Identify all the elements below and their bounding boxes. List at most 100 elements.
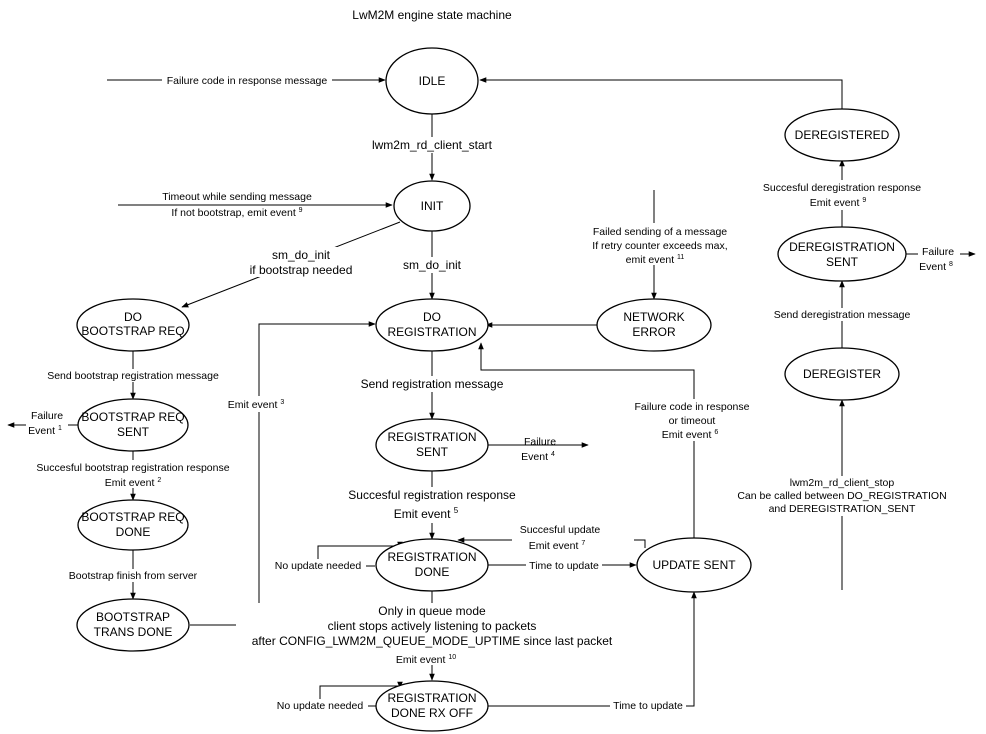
edge-trans-done-to-do-registration [190,321,376,626]
label-update-success-line2-text: Emit event [529,540,582,552]
label-emit3: Emit event 3 [228,399,285,411]
label-dereg-success-line2-text: Emit event [810,197,863,209]
label-stop-line1: lwm2m_rd_client_stop [790,477,895,489]
label-sm-init: sm_do_init [403,258,462,272]
label-queue-line1: Only in queue mode [378,604,486,618]
label-dereg-failure-line2: Event 8 [919,261,953,273]
label-timeout-line2-text: If not bootstrap, emit event [171,207,298,219]
state-registration-done-line1: REGISTRATION [387,550,476,564]
state-do-registration-line2: REGISTRATION [387,325,476,339]
label-update-success-line1: Succesful update [520,524,601,536]
state-deregistration-sent-line1: DEREGISTRATION [789,240,895,254]
label-reg-failure-line1: Failure [524,436,556,448]
label-bootstrap-finish: Bootstrap finish from server [69,570,198,582]
label-timeout-sup: 9 [299,207,303,214]
label-update-success-sup: 7 [581,540,585,547]
state-init-line1: INIT [421,199,444,213]
label-reg-failure-sup: 4 [551,451,555,458]
state-update-sent-line1: UPDATE SENT [652,558,736,572]
state-update-sent: UPDATE SENT [636,537,752,593]
label-reg-success-line2: Emit event 5 [394,506,459,521]
label-queue-line4-text: Emit event [396,654,449,666]
state-deregistration-sent: DEREGISTRATION SENT [777,226,907,282]
state-do-registration: DO REGISTRATION [375,298,489,352]
label-sm-init-bootstrap-line1: sm_do_init [272,248,331,262]
state-registration-sent-line2: SENT [416,445,449,459]
state-do-bootstrap-req-line2: BOOTSTRAP REQ [81,324,184,338]
edge-update-failure [478,342,695,538]
label-update-failure-line3: Emit event 6 [662,429,719,441]
label-update-failure-line1: Failure code in response [635,401,750,413]
label-update-failure-line2: or timeout [669,415,716,427]
state-registration-sent: REGISTRATION SENT [375,418,489,472]
label-send-deregistration: Send deregistration message [774,309,911,321]
label-reg-failure-line2: Event 4 [521,451,555,463]
label-queue-line4: Emit event 10 [396,654,456,666]
state-deregistered-line1: DEREGISTERED [795,128,890,142]
label-send-bootstrap-reg: Send bootstrap registration message [47,370,219,382]
label-bs-success-sup: 2 [157,477,161,484]
label-dereg-success-sup: 9 [862,197,866,204]
label-bs-failure-sup: 1 [58,425,62,432]
state-bootstrap-req-done: BOOTSTRAP REQ DONE [77,499,189,551]
label-send-registration: Send registration message [361,377,504,391]
state-bootstrap-trans-done-line2: TRANS DONE [94,625,173,639]
label-bs-success-line2-text: Emit event [105,477,158,489]
state-network-error-line2: ERROR [632,325,676,339]
label-client-start: lwm2m_rd_client_start [372,138,493,152]
state-network-error: NETWORK ERROR [596,298,712,352]
state-do-registration-line1: DO [423,310,441,324]
state-registration-done: REGISTRATION DONE [375,538,489,592]
state-idle-line1: IDLE [419,74,446,88]
label-dereg-success-line2: Emit event 9 [810,197,867,209]
label-net-fail-line3: emit event 11 [626,254,685,266]
state-registration-done-line2: DONE [415,565,450,579]
edge-labels: Failure code in response message lwm2m_r… [26,73,960,712]
state-idle: IDLE [385,47,479,115]
state-registration-done-rx-off-line2: DONE RX OFF [391,706,473,720]
state-bootstrap-req-done-line1: BOOTSTRAP REQ [81,510,184,524]
label-queue-sup: 10 [448,654,456,661]
state-deregistration-sent-line2: SENT [826,255,859,269]
state-registration-done-rx-off-line1: REGISTRATION [387,691,476,705]
label-reg-success-line2-text: Emit event [394,507,454,521]
label-bs-success-line2: Emit event 2 [105,477,162,489]
nodes: IDLE INIT DO BOOTSTRAP REQ BOOTSTRAP REQ… [76,47,907,732]
state-bootstrap-trans-done-line1: BOOTSTRAP [96,610,170,624]
diagram-title: LwM2M engine state machine [352,8,512,22]
label-timeout-line2: If not bootstrap, emit event 9 [171,207,302,219]
state-bootstrap-req-sent: BOOTSTRAP REQ SENT [77,398,189,452]
state-do-bootstrap-req-line1: DO [124,310,142,324]
state-registration-done-rx-off: REGISTRATION DONE RX OFF [375,680,489,732]
label-reg-success-sup: 5 [454,506,459,515]
label-sm-init-bootstrap-line2: if bootstrap needed [250,263,353,277]
state-deregister-line1: DEREGISTER [803,367,881,381]
label-dereg-success-line1: Succesful deregistration response [763,182,921,194]
label-dereg-failure-line2-text: Event [919,261,949,273]
label-dereg-failure-line1: Failure [922,246,954,258]
label-time-to-update-2: Time to update [613,700,683,712]
label-emit3-text: Emit event [228,399,281,411]
label-stop-line2: Can be called between DO_REGISTRATION [737,490,946,502]
label-emit3-sup: 3 [280,399,284,406]
label-bs-success-line1: Succesful bootstrap registration respons… [36,462,229,474]
label-failure-to-idle: Failure code in response message [167,75,328,87]
edge-deregistered-to-idle [479,77,843,110]
label-update-success-line2: Emit event 7 [529,540,586,552]
label-timeout-line1: Timeout while sending message [162,191,312,203]
label-dereg-failure-sup: 8 [949,261,953,268]
label-queue-line2: client stops actively listening to packe… [328,619,537,633]
label-stop-line3: and DEREGISTRATION_SENT [769,503,916,515]
label-bs-failure-line2-text: Event [28,425,58,437]
label-no-update-1: No update needed [275,560,362,572]
label-reg-success-line1: Succesful registration response [348,488,516,502]
label-update-failure-line3-text: Emit event [662,429,715,441]
label-net-fail-line3-text: emit event [626,254,677,266]
label-update-failure-sup: 6 [714,429,718,436]
state-network-error-line1: NETWORK [623,310,684,324]
state-bootstrap-req-sent-line2: SENT [117,425,150,439]
label-no-update-2: No update needed [277,700,364,712]
state-registration-sent-line1: REGISTRATION [387,430,476,444]
state-bootstrap-req-sent-line1: BOOTSTRAP REQ [81,410,184,424]
